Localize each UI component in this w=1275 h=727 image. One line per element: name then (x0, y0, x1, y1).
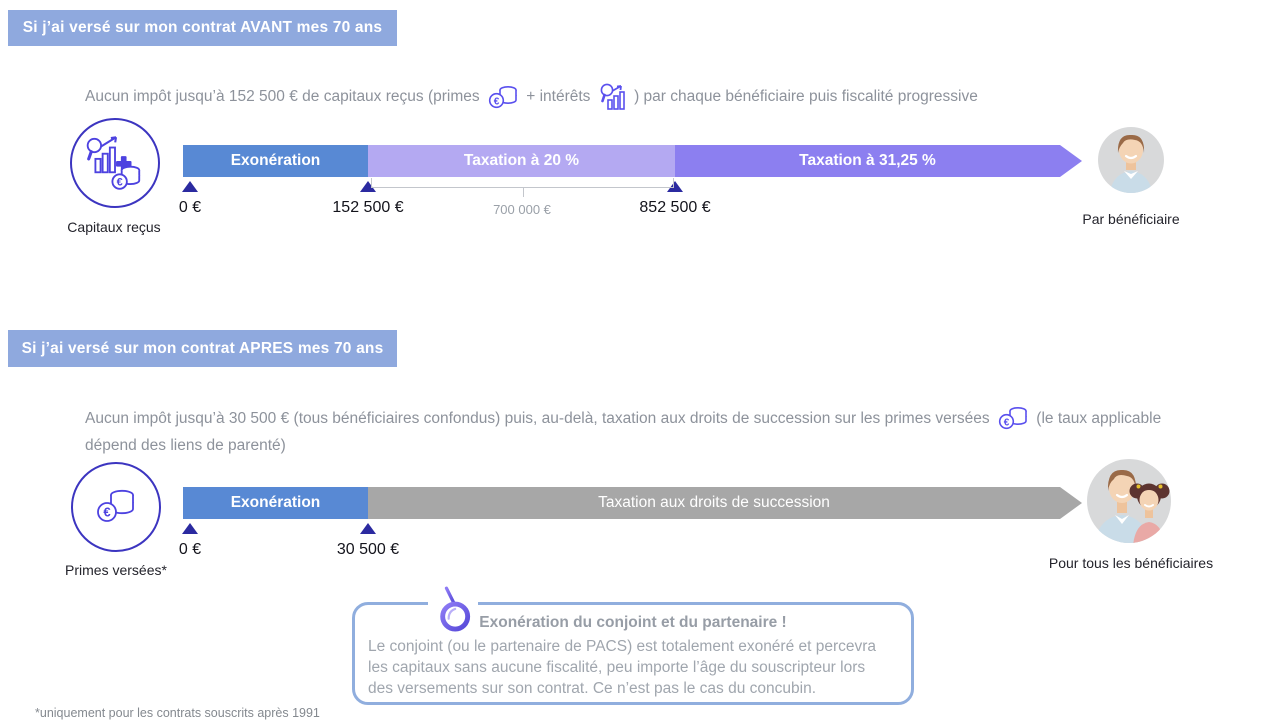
beneficiary-avatar (1097, 126, 1165, 194)
footnote: *uniquement pour les contrats souscrits … (35, 706, 320, 720)
description-text: (le taux applicable dépend des liens de … (85, 409, 1162, 454)
coins-stack-icon: € (97, 489, 134, 522)
all-beneficiaries-avatar (1086, 458, 1172, 544)
marker-triangle-852500 (667, 181, 683, 192)
segment-droits-succession: Taxation aux droits de succession (368, 487, 1082, 519)
description-text: Aucun impôt jusqu’à 30 500 € (tous bénéf… (85, 409, 990, 427)
man-avatar-icon (1098, 127, 1164, 193)
segment-exoneration: Exonération (183, 487, 368, 519)
family-avatar-icon (1087, 459, 1171, 543)
marker-label-0: 0 € (178, 199, 202, 216)
magnifier-icon (428, 585, 478, 635)
coins-euro-icon: € (488, 85, 517, 108)
capitaux-recus-label: Capitaux reçus (67, 219, 161, 235)
banner-apres-70-ans: Si j’ai versé sur mon contrat APRES mes … (8, 330, 397, 367)
segment-taxation-3125: Taxation à 31,25 % (675, 145, 1082, 177)
svg-text:€: € (494, 96, 500, 107)
beneficiary-label: Par bénéficiaire (1082, 211, 1180, 227)
segment-taxation-20: Taxation à 20 % (368, 145, 675, 177)
description-text: Aucun impôt jusqu’à 152 500 € de capitau… (85, 87, 480, 105)
all-beneficiaries-label: Pour tous les bénéficiaires (1048, 555, 1214, 571)
primes-versees-label: Primes versées* (65, 562, 167, 578)
marker-label-152500: 152 500 € (332, 199, 404, 216)
description-avant-70: Aucun impôt jusqu’à 152 500 € de capitau… (85, 82, 1195, 112)
marker-label-30500: 30 500 € (336, 541, 400, 558)
primes-versees-icon: € (71, 462, 161, 552)
range-bracket (371, 178, 674, 197)
capitaux-recus-icon: € (70, 118, 160, 208)
marker-triangle-0 (182, 523, 198, 534)
marker-triangle-152500 (360, 181, 376, 192)
chart-growth-magnifier-icon (600, 83, 625, 110)
svg-text:€: € (103, 505, 110, 520)
marker-label-852500: 852 500 € (639, 199, 711, 216)
svg-text:€: € (117, 177, 123, 189)
banner-avant-70-ans: Si j’ai versé sur mon contrat AVANT mes … (8, 10, 397, 46)
description-apres-70: Aucun impôt jusqu’à 30 500 € (tous bénéf… (85, 405, 1165, 459)
tax-bar-apres-70: Exonération Taxation aux droits de succe… (183, 487, 1082, 519)
coins-euro-icon: € (998, 407, 1027, 430)
segment-exoneration: Exonération (183, 145, 368, 177)
tax-bar-avant-70: Exonération Taxation à 20 % Taxation à 3… (183, 145, 1082, 177)
description-text: + intérêts (526, 87, 591, 105)
info-box-body: Le conjoint (ou le partenaire de PACS) e… (368, 638, 877, 697)
description-text: ) par chaque bénéficiaire puis fiscalité… (634, 87, 978, 105)
marker-triangle-0 (182, 181, 198, 192)
marker-label-0: 0 € (178, 541, 202, 558)
chart-plus-coins-icon: € (86, 136, 141, 190)
marker-triangle-30500 (360, 523, 376, 534)
bracket-label-700000: 700 000 € (493, 202, 551, 217)
svg-text:€: € (1004, 418, 1010, 429)
info-box-title: Exonération du conjoint et du partenaire… (479, 614, 787, 631)
